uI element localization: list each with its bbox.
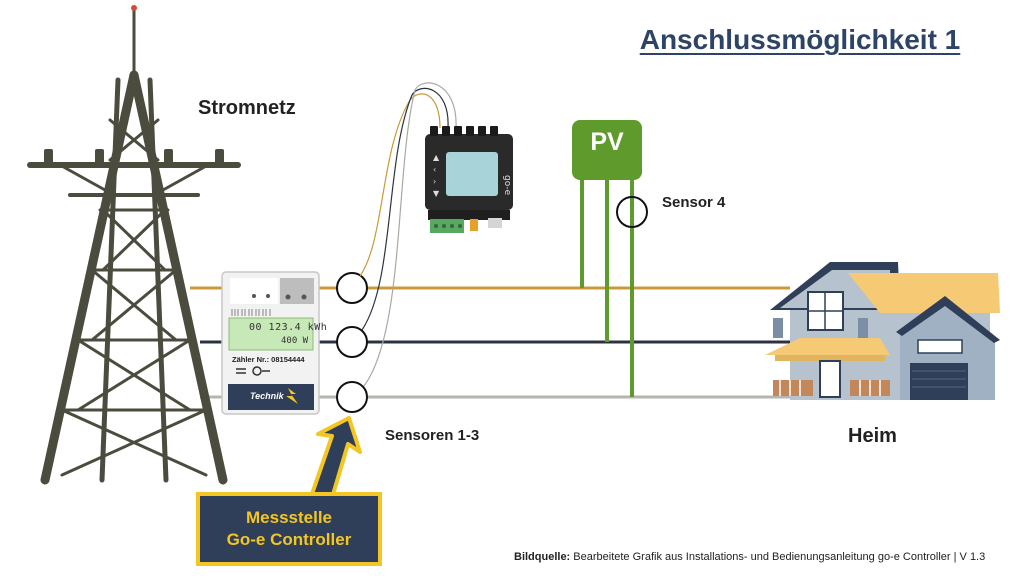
grid-label: Stromnetz [198,97,296,119]
callout-line-2: Go-e Controller [226,530,352,549]
callout-line-1: Messstelle [246,508,332,527]
go-e-controller-device: ▲ ‹ › ▼ go-e [425,126,513,233]
meter-energy-reading: 00 123.4 kWh [249,322,328,333]
meter-power-reading: 400 W [281,336,309,346]
sensor-3-clamp [336,381,368,413]
sensors-1-3-label: Sensoren 1-3 [385,427,480,444]
svg-text:‹: ‹ [433,165,436,174]
sensor-4-clamp [616,196,648,228]
pv-box [572,120,642,180]
svg-text:›: › [433,177,436,186]
svg-text:▲: ▲ [433,153,440,162]
sensor-2-clamp [336,326,368,358]
sensor-4-label: Sensor 4 [662,194,726,211]
image-credit: Bildquelle: Bearbeitete Grafik aus Insta… [514,551,985,563]
svg-text:go-e: go-e [502,175,512,196]
sensor-1-clamp [336,272,368,304]
home-label: Heim [848,425,897,447]
image-credit-prefix: Bildquelle: [514,551,571,563]
page-title: Anschlussmöglichkeit 1 [639,24,961,55]
image-credit-text: Bearbeitete Grafik aus Installations- un… [570,551,986,563]
house [765,262,1000,400]
measurement-point-callout: Messstelle Go-e Controller [196,492,382,566]
sensor-wires [359,82,457,387]
transmission-tower [27,5,241,485]
callout-arrow [310,416,362,500]
pv-connection-lines [580,175,634,397]
pv-label: PV [590,128,624,156]
meter-brand-logo: Technik [250,391,284,401]
meter-number: Zähler Nr.: 08154444 [232,355,305,364]
svg-text:▼: ▼ [433,189,440,198]
energy-meter [221,271,320,415]
